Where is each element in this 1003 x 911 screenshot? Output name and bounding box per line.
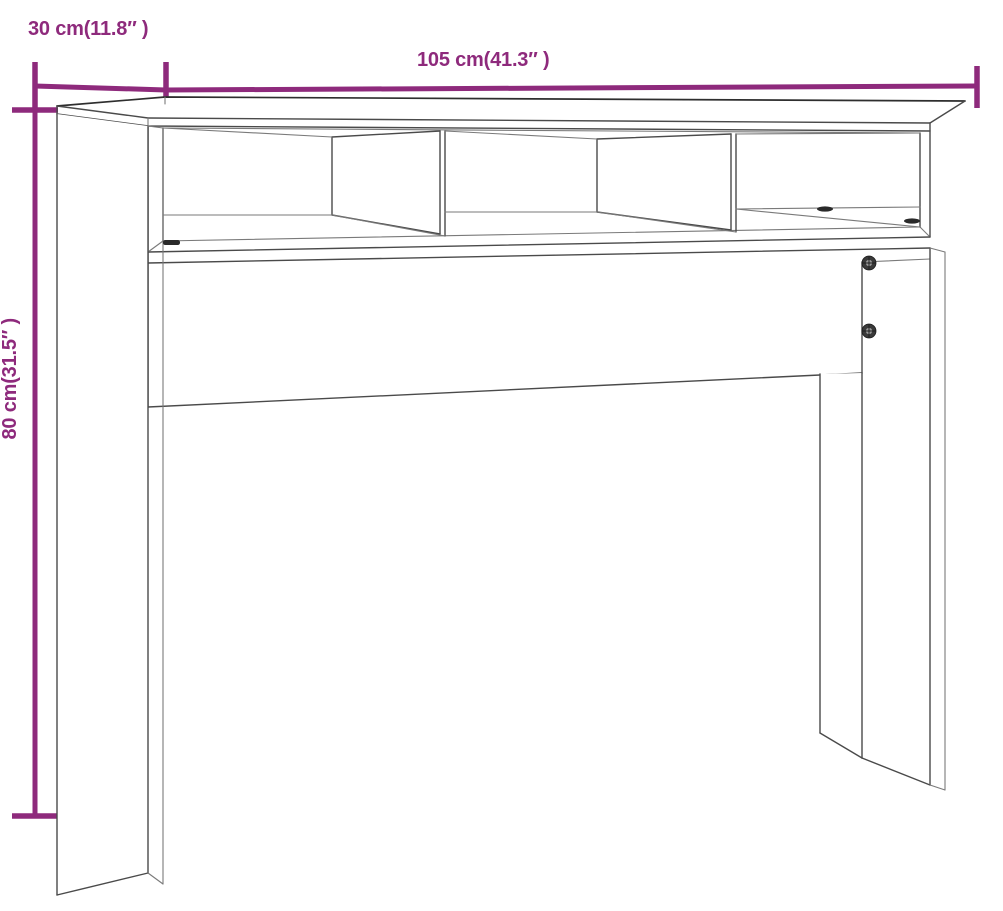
depth-dimension-label: 30 cm(11.8″ ) (28, 18, 149, 40)
right-leg-panel (819, 247, 946, 791)
shelf-divider-left (331, 130, 446, 237)
tabletop (56, 96, 966, 132)
dimension-lines-group (12, 62, 980, 819)
width-dimension-line (165, 66, 980, 108)
dowel-right-shelf-a (817, 206, 833, 212)
width-dimension-label: 105 cm(41.3″ ) (417, 49, 550, 71)
screw-upper (861, 255, 877, 271)
dowel-right-shelf-b (904, 218, 920, 224)
console-table-illustration (56, 96, 966, 896)
dowel-hardware-group (163, 206, 920, 245)
dowel-left-shelf (163, 240, 180, 245)
shelf-divider-right (596, 133, 737, 233)
screw-lower (861, 323, 877, 339)
screw-hardware-group (861, 255, 877, 339)
height-dimension-line (12, 107, 58, 819)
height-dimension-label: 80 cm(31.5″ ) (0, 318, 21, 440)
left-leg-panel (56, 113, 164, 896)
apron-panel (147, 247, 931, 786)
shelf-compartment-section (147, 125, 931, 253)
